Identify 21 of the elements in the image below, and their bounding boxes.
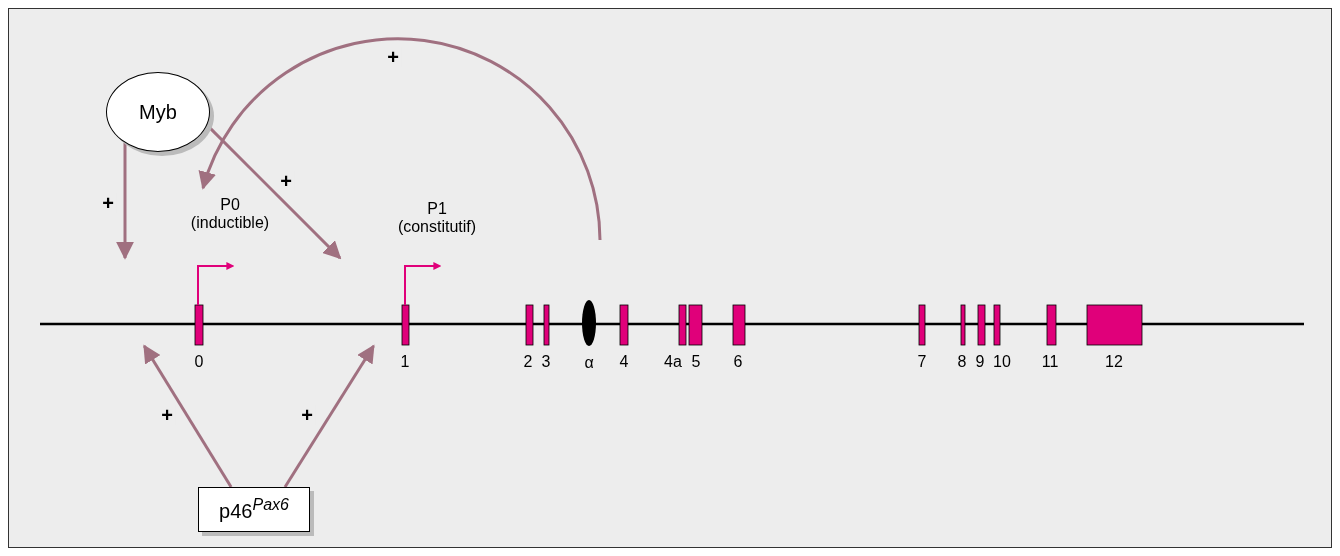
exon-number: 8 <box>957 353 967 372</box>
exon-number: 7 <box>917 353 927 372</box>
gene-drawing <box>40 262 1304 346</box>
promoter-label: P1 (constitutif) <box>396 200 478 237</box>
exon-number: 9 <box>975 353 985 372</box>
exon-number: 4 <box>619 353 629 372</box>
exon-number: 10 <box>993 353 1011 372</box>
exon-number: 1 <box>400 353 410 372</box>
exon-number: 11 <box>1041 353 1059 372</box>
exon-number: 12 <box>1105 353 1123 372</box>
promoter-label: P0 (inductible) <box>170 190 290 238</box>
exon-number: α <box>584 354 594 373</box>
exon-number: 6 <box>733 353 743 372</box>
arrow <box>143 344 233 488</box>
arrow <box>199 37 602 241</box>
exon-number: 3 <box>541 353 551 372</box>
exon-number: 5 <box>691 353 701 372</box>
exon-number: 4a <box>664 353 682 372</box>
exon-number: 2 <box>523 353 533 372</box>
exon-number: 0 <box>194 353 204 372</box>
arrow <box>283 344 375 488</box>
